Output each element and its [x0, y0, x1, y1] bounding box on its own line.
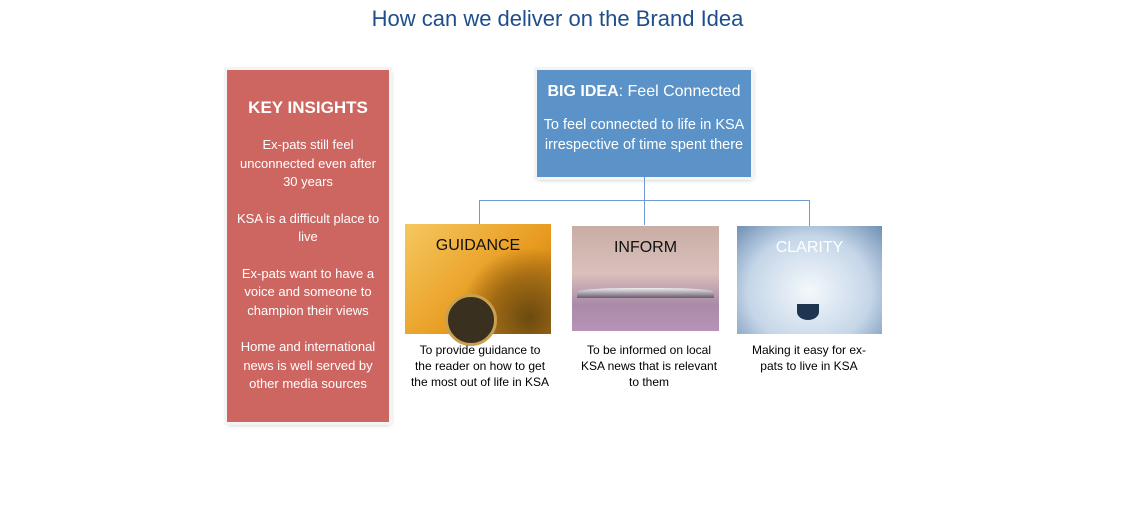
clarity-image: CLARITY	[737, 226, 882, 334]
pillar-title-clarity: CLARITY	[775, 239, 844, 256]
compass-icon	[445, 294, 497, 346]
pillar-caption-inform: To be informed on local KSA news that is…	[580, 343, 718, 389]
pillar-title-guidance: GUIDANCE	[435, 237, 521, 254]
insight-item: Ex-pats still feel unconnected even afte…	[240, 137, 376, 189]
connector-line	[644, 177, 645, 225]
water-drop-icon	[797, 304, 819, 320]
pillar-title-inform: INFORM	[613, 239, 678, 256]
key-insights-box: KEY INSIGHTS Ex-pats still feel unconnec…	[227, 70, 389, 422]
slide-title: How can we deliver on the Brand Idea	[371, 6, 744, 31]
connector-line	[479, 200, 480, 224]
big-idea-line1: To feel connected to life in KSA	[543, 117, 745, 133]
pillar-caption-clarity: Making it easy for ex-pats to live in KS…	[751, 343, 867, 373]
insight-item: KSA is a difficult place to live	[236, 210, 380, 245]
insight-item: Ex-pats want to have a voice and someone…	[241, 265, 375, 318]
big-idea-label: BIG IDEA	[547, 83, 619, 100]
connector-line	[809, 200, 810, 226]
key-insights-heading: KEY INSIGHTS	[248, 98, 368, 117]
big-idea-line2: irrespective of time spent there	[544, 137, 744, 153]
big-idea-box: BIG IDEA: Feel Connected To feel connect…	[537, 70, 751, 177]
connector-line	[479, 200, 810, 201]
inform-image: INFORM	[572, 226, 719, 331]
open-book-icon	[577, 288, 714, 298]
pillar-caption-guidance: To provide guidance to the reader on how…	[410, 343, 550, 389]
insight-item: Home and international news is well serv…	[240, 339, 376, 391]
big-idea-title: : Feel Connected	[618, 83, 741, 100]
guidance-image: GUIDANCE	[405, 224, 551, 346]
